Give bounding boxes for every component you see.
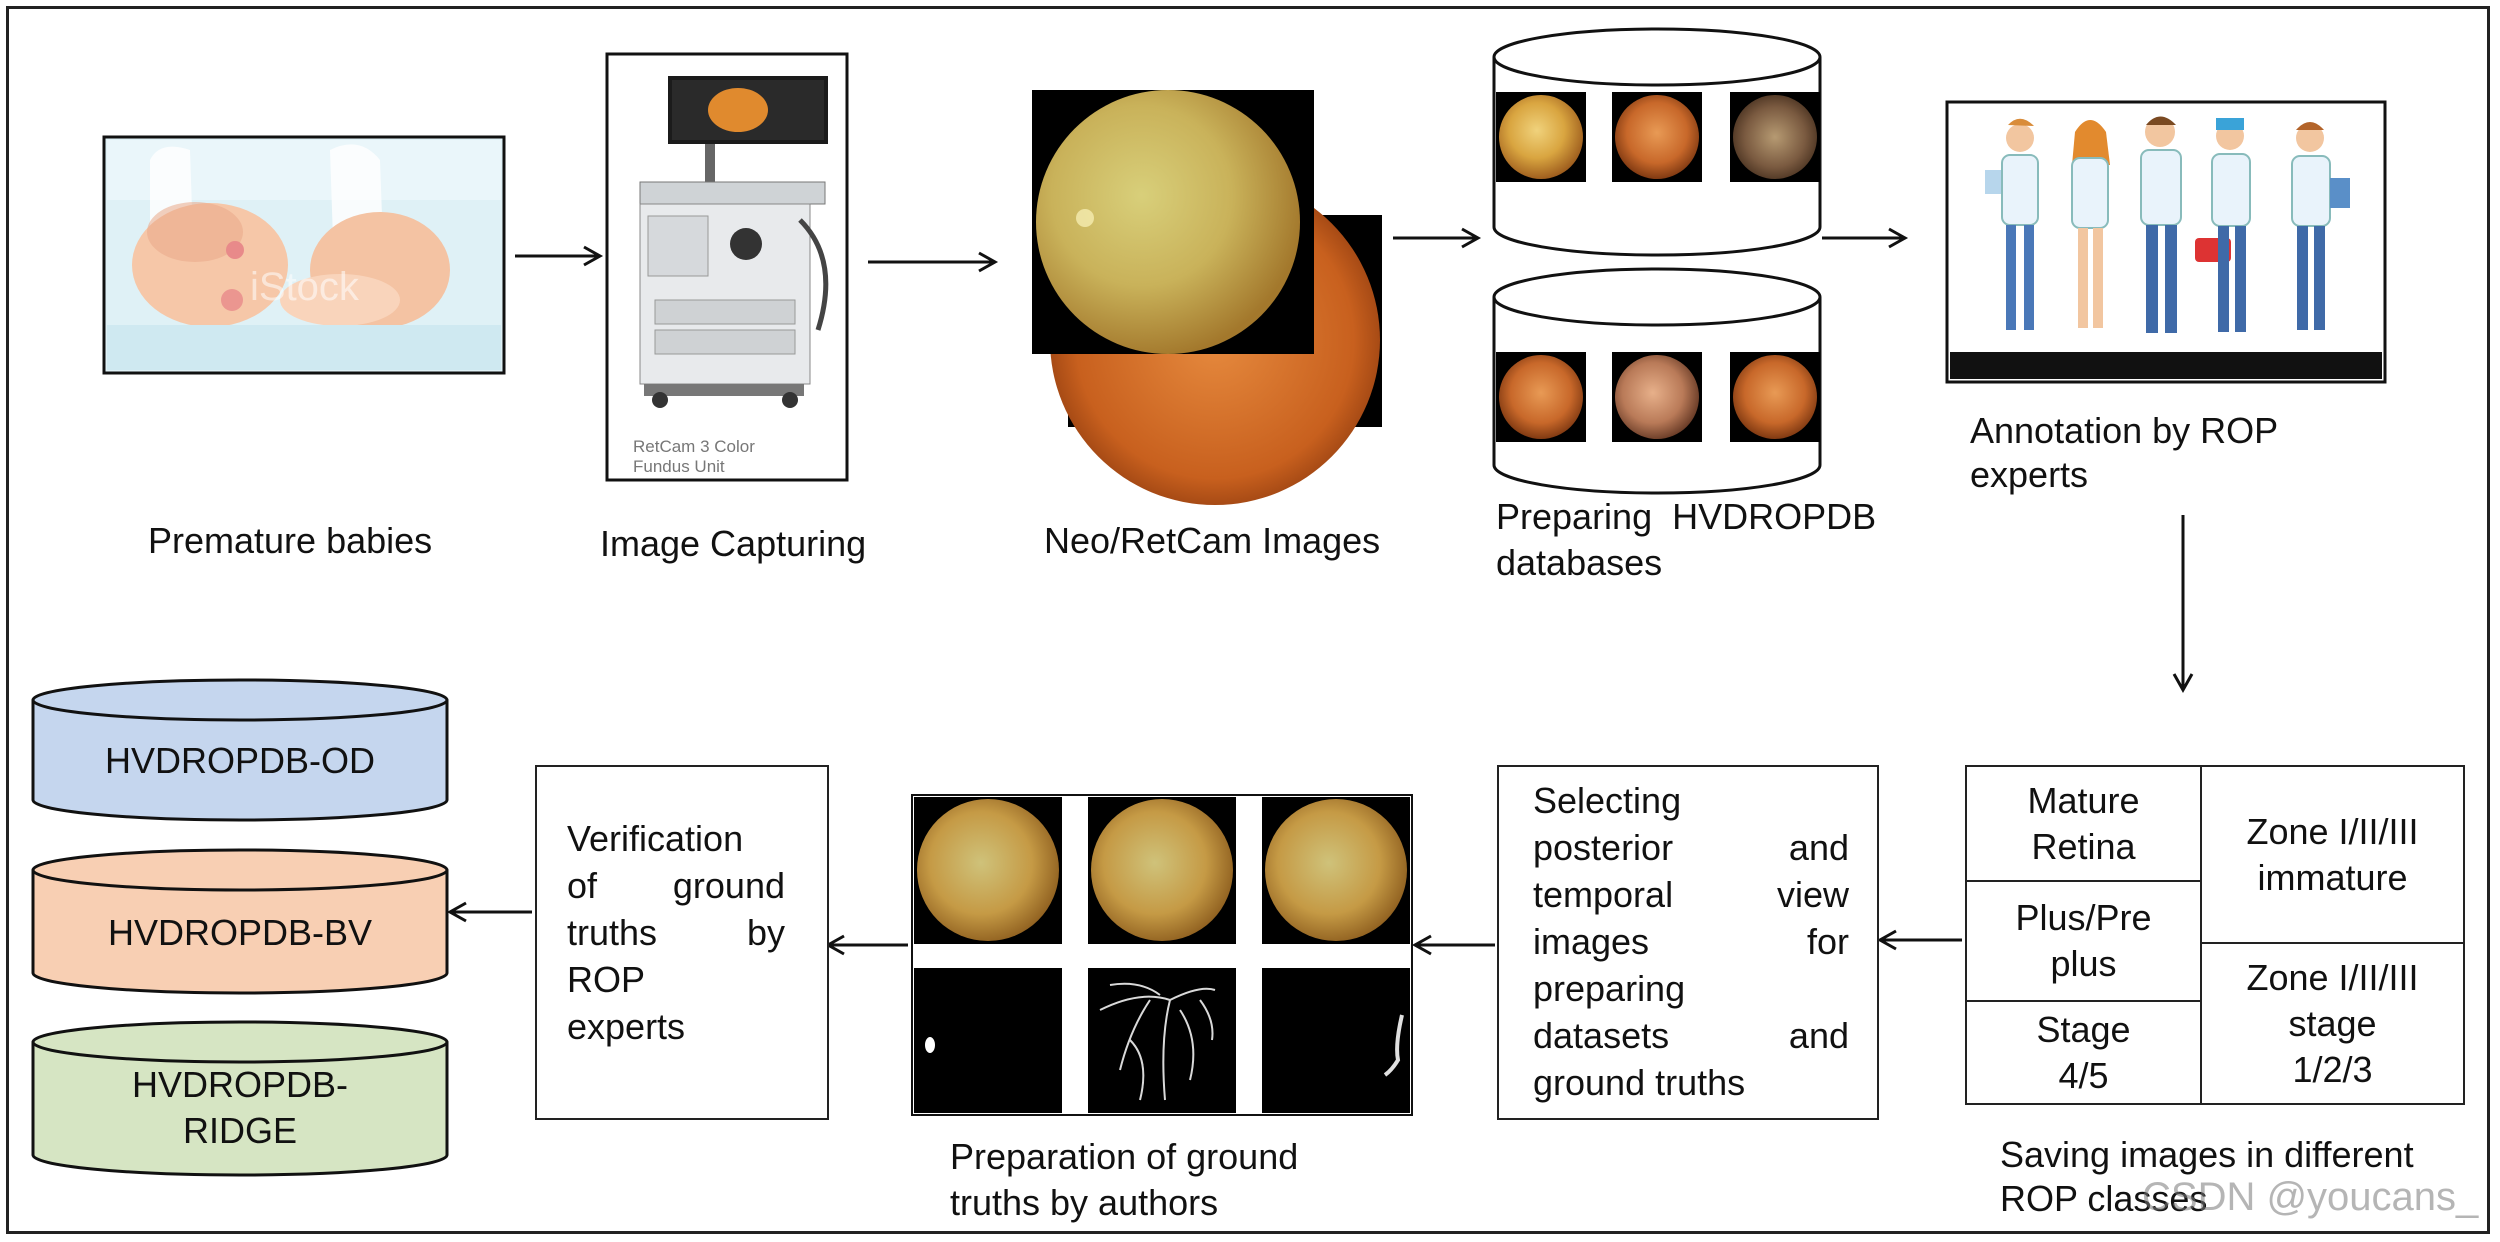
label-preparing-db-1: Preparing HVDROPDB <box>1496 496 1877 537</box>
label-annotation-2: experts <box>1970 454 2089 495</box>
label-neo-retcam-images: Neo/RetCam Images <box>1044 520 1381 561</box>
dataset-label-ridge-2: RIDGE <box>183 1110 297 1151</box>
label-image-capturing: Image Capturing <box>600 523 867 564</box>
verify-word-2: of <box>567 865 598 906</box>
expert-figure-2 <box>2071 120 2110 328</box>
dataset-label-ridge-1: HVDROPDB- <box>132 1064 348 1105</box>
dataset-label-od: HVDROPDB-OD <box>105 740 375 781</box>
select-word-9: datasets <box>1533 1015 1670 1056</box>
retcam-caption-2: Fundus Unit <box>633 457 725 476</box>
select-word-1: Selecting <box>1533 780 1682 821</box>
label-ground-truth-1: Preparation of ground <box>950 1136 1299 1177</box>
premature-babies-image: iStock <box>102 135 506 375</box>
select-word-4: temporal <box>1533 874 1674 915</box>
select-word-7: for <box>1806 921 1849 962</box>
select-word-8: preparing <box>1533 968 1686 1009</box>
label-preparing-db-2: databases <box>1496 542 1663 583</box>
verify-word-4: truths <box>567 912 658 953</box>
select-word-3: and <box>1788 827 1849 868</box>
verify-word-6: ROP <box>567 959 646 1000</box>
retcam-device-image: RetCam 3 Color Fundus Unit <box>605 52 849 482</box>
label-annotation-1: Annotation by ROP <box>1970 410 2279 451</box>
expert-figure-3 <box>2140 116 2182 333</box>
verify-word-5: by <box>746 912 785 953</box>
select-word-10: and <box>1788 1015 1849 1056</box>
verify-word-1: Verification <box>567 818 744 859</box>
istock-watermark: iStock <box>250 265 360 309</box>
database-cylinder-bottom <box>1492 267 1822 495</box>
label-premature-babies: Premature babies <box>148 520 433 561</box>
verification-box: Verification of ground truths by ROP exp… <box>535 765 829 1120</box>
expert-figure-5 <box>2291 122 2350 330</box>
selecting-images-box: Selecting posterior and temporal view im… <box>1497 765 1879 1120</box>
verify-word-7: experts <box>567 1006 686 1047</box>
verify-word-3: ground <box>672 865 785 906</box>
expert-figure-1 <box>1985 118 2039 330</box>
rop-experts-image <box>1945 100 2387 384</box>
dataset-cylinder-ridge <box>31 1020 449 1177</box>
label-ground-truth-2: truths by authors <box>950 1182 1219 1223</box>
dataset-cylinder-od <box>31 678 449 822</box>
label-saving-images-2: ROP classes <box>2000 1178 2208 1219</box>
dataset-label-bv: HVDROPDB-BV <box>108 912 372 953</box>
select-word-11: ground truths <box>1533 1062 1746 1103</box>
csdn-watermark: CSDN @youcans_ <box>2142 1175 2479 1219</box>
dataset-cylinder-bv <box>31 848 449 995</box>
database-cylinder-top <box>1492 27 1822 257</box>
ground-truth-panel <box>911 794 1413 1116</box>
neo-retcam-images <box>1032 90 1382 505</box>
select-word-2: posterior <box>1533 827 1674 868</box>
expert-figure-4 <box>2195 118 2251 332</box>
select-word-6: images <box>1533 921 1650 962</box>
label-saving-images-1: Saving images in different <box>2000 1134 2414 1175</box>
select-word-5: view <box>1776 874 1849 915</box>
retcam-caption-1: RetCam 3 Color <box>633 437 755 456</box>
